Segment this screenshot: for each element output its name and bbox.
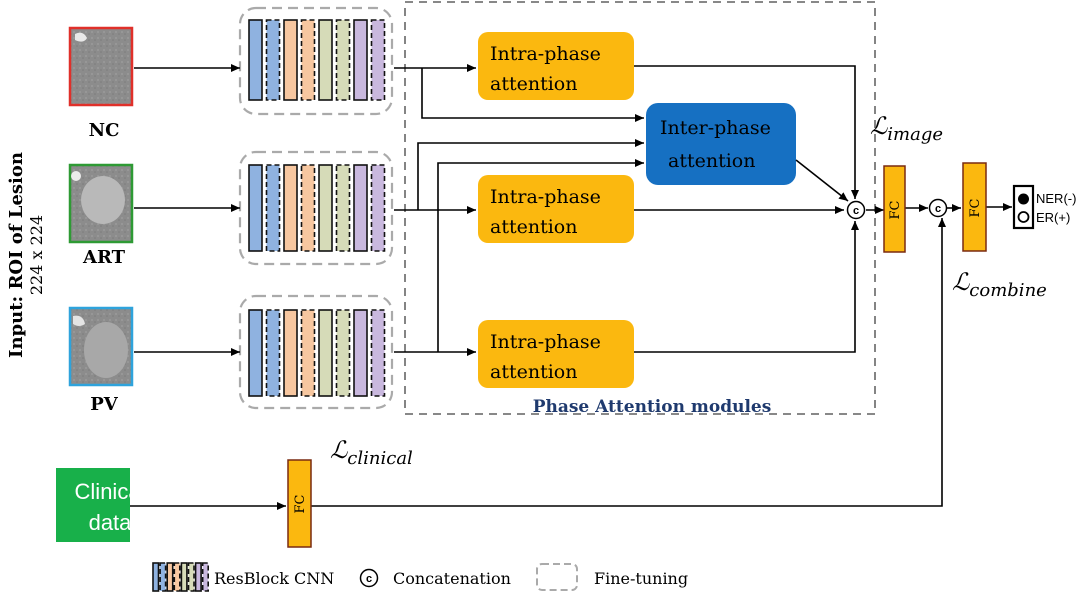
- resblock-layer: [300, 164, 316, 252]
- svg-text:c: c: [853, 205, 859, 217]
- intra-attention-nc: Intra-phase attention: [478, 32, 634, 100]
- resblock-layer: [353, 164, 368, 252]
- resblock-layer: [159, 562, 167, 592]
- fc-layer-clinical: FC: [287, 459, 312, 548]
- legend: ResBlock CNN c Concatenation Fine-tuning: [152, 562, 688, 592]
- fc-layer-image: FC: [883, 165, 906, 253]
- phase-image-art: [68, 163, 134, 244]
- resblock-layer: [300, 309, 316, 397]
- resblock-layer: [283, 19, 298, 101]
- phase-image-pv: [68, 306, 134, 387]
- resblock-layer: [173, 562, 181, 592]
- svg-text:FC: FC: [968, 198, 983, 217]
- svg-text:FC: FC: [293, 494, 308, 513]
- phase-attention-label: Phase Attention modules: [533, 397, 772, 417]
- resblock-layer: [300, 19, 316, 101]
- phase-image-nc: [68, 26, 134, 107]
- resblock-layer: [201, 562, 209, 592]
- loss-image: ℒimage: [870, 112, 943, 145]
- resblock-layer: [248, 19, 263, 101]
- phase-label-art: ART: [82, 247, 126, 268]
- svg-text:attention: attention: [490, 216, 577, 238]
- resblock-layer: [265, 19, 281, 101]
- resblock-layer: [187, 562, 195, 592]
- resblock-layer: [353, 309, 368, 397]
- legend-concat-label: Concatenation: [393, 569, 511, 588]
- concat-node-image: c: [846, 200, 866, 220]
- svg-text:attention: attention: [668, 150, 755, 172]
- resblock-layer: [335, 19, 351, 101]
- svg-text:FC: FC: [888, 200, 903, 219]
- legend-finetune-label: Fine-tuning: [594, 569, 688, 588]
- svg-text:c: c: [366, 573, 372, 585]
- intra-attention-pv: Intra-phase attention: [478, 320, 634, 388]
- svg-text:Clinical: Clinical: [75, 479, 146, 504]
- input-label: Input: ROI of Lesion 224 x 224: [6, 152, 46, 358]
- resblock-layer: [152, 562, 160, 592]
- loss-clinical: ℒclinical: [330, 436, 413, 469]
- svg-text:attention: attention: [490, 361, 577, 383]
- resblock-layer: [370, 164, 386, 252]
- resblock-cnn-art: [248, 164, 386, 252]
- legend-concat-icon: c: [359, 568, 379, 588]
- resblock-layer: [353, 19, 368, 101]
- resblock-layer: [265, 309, 281, 397]
- concat-node-combine: c: [928, 198, 948, 218]
- resblock-layer: [335, 164, 351, 252]
- resblock-cnn-pv: [248, 309, 386, 397]
- finetune-box-nc: [238, 6, 394, 116]
- output-er-label: ER(+): [1036, 210, 1070, 225]
- connectors: [130, 64, 1012, 510]
- svg-text:attention: attention: [490, 73, 577, 95]
- svg-text:Intra-phase: Intra-phase: [490, 331, 601, 353]
- resblock-layer: [180, 562, 188, 592]
- resblock-layer: [248, 309, 263, 397]
- resblock-layer: [166, 562, 174, 592]
- resblock-layer: [370, 19, 386, 101]
- legend-resblock-label: ResBlock CNN: [214, 569, 334, 588]
- svg-text:Intra-phase: Intra-phase: [490, 186, 601, 208]
- resblock-layer: [335, 309, 351, 397]
- clinical-data-box: Clinical data: [56, 468, 145, 542]
- resblock-layer: [318, 19, 333, 101]
- resblock-cnn-nc: [248, 19, 386, 101]
- legend-finetune-icon: [536, 563, 578, 591]
- legend-resblock-icon: [152, 562, 209, 592]
- resblock-layer: [318, 309, 333, 397]
- resblock-layer: [248, 164, 263, 252]
- loss-combine: ℒcombine: [952, 268, 1047, 301]
- output-node: NER(-) ER(+): [1012, 184, 1076, 230]
- svg-text:Intra-phase: Intra-phase: [490, 43, 601, 65]
- input-size: 224 x 224: [27, 215, 46, 295]
- output-ner-label: NER(-): [1036, 191, 1076, 206]
- resblock-layer: [283, 164, 298, 252]
- svg-text:Inter-phase: Inter-phase: [660, 117, 771, 139]
- svg-text:data: data: [89, 510, 133, 535]
- output-ner-dot: [1018, 193, 1029, 205]
- input-title: Input: ROI of Lesion: [6, 152, 27, 358]
- resblock-layer: [265, 164, 281, 252]
- resblock-layer: [370, 309, 386, 397]
- resblock-layer: [194, 562, 202, 592]
- output-er-dot: [1017, 211, 1030, 223]
- svg-text:c: c: [935, 203, 941, 215]
- phase-label-pv: PV: [90, 394, 119, 415]
- phase-label-nc: NC: [89, 120, 120, 141]
- resblock-layer: [318, 164, 333, 252]
- intra-attention-art: Intra-phase attention: [478, 175, 634, 243]
- resblock-layer: [283, 309, 298, 397]
- fc-layer-combine: FC: [962, 162, 987, 252]
- inter-attention: Inter-phase attention: [646, 103, 796, 185]
